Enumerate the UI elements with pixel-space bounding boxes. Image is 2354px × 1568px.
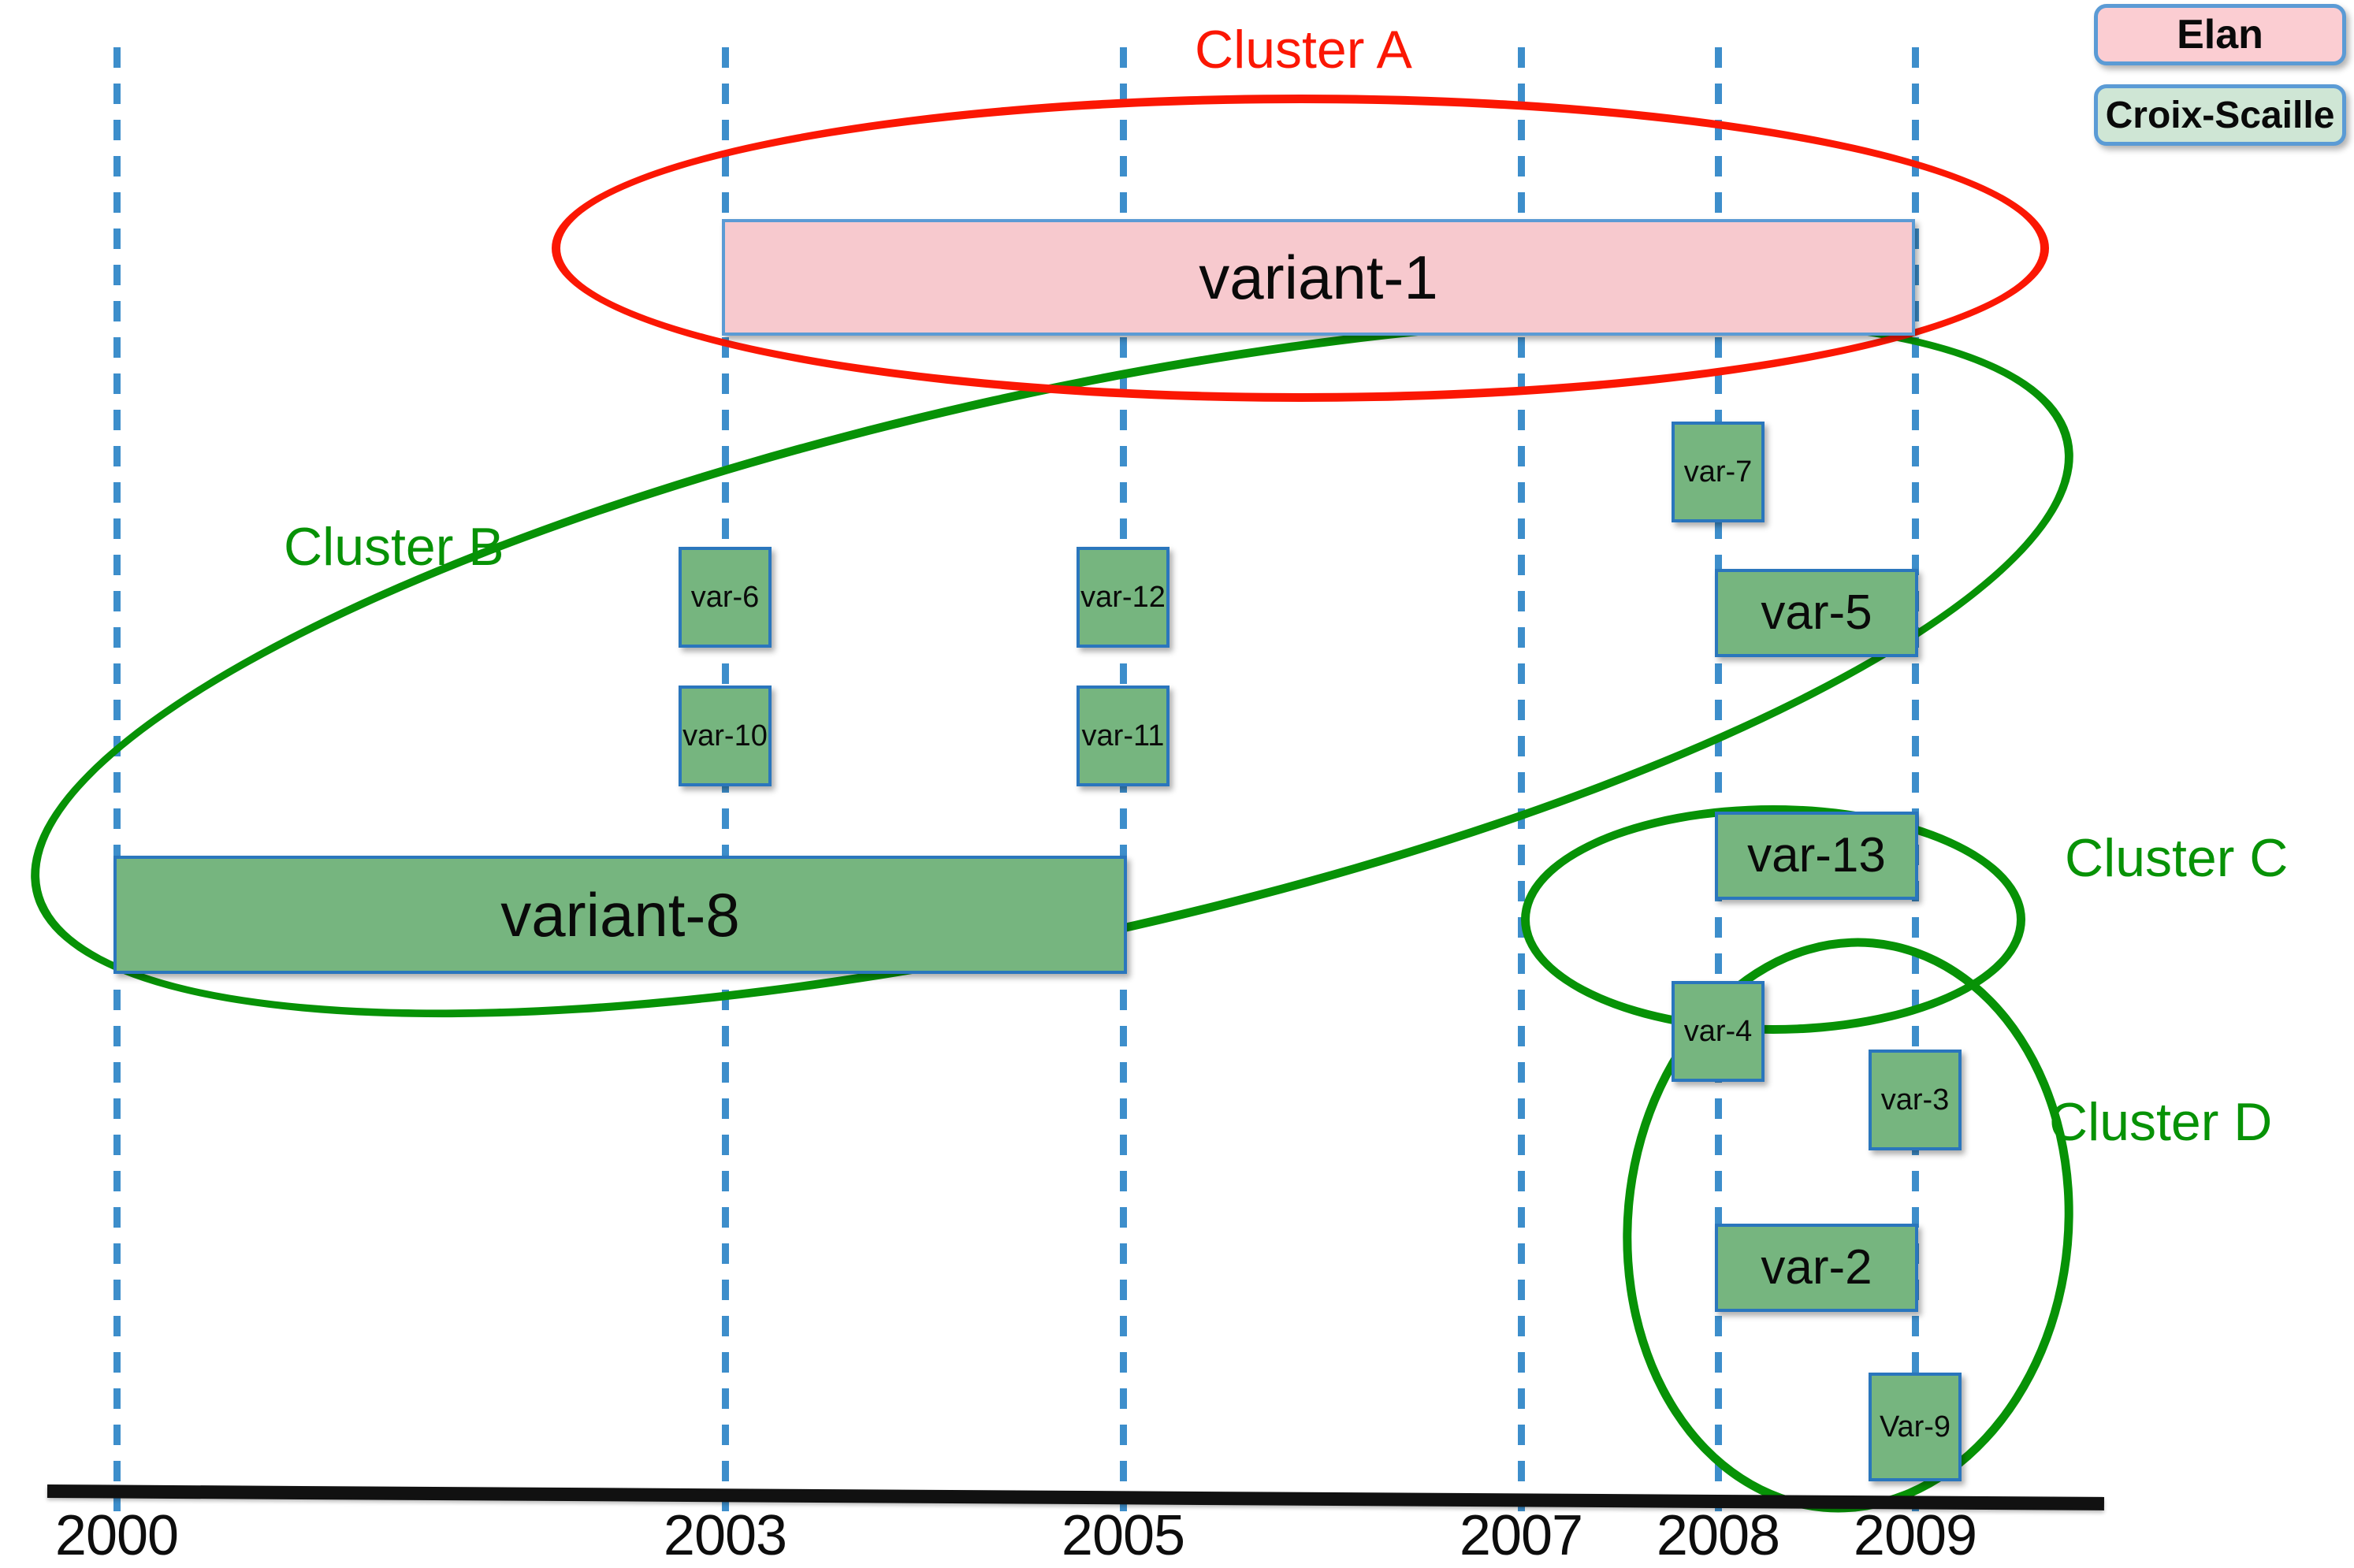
variant-box-var-12[interactable]: var-12: [1077, 547, 1170, 648]
cluster-b-label: Cluster B: [284, 517, 504, 577]
variant-box-var-3[interactable]: var-3: [1869, 1050, 1962, 1150]
variant-box-var-10[interactable]: var-10: [679, 686, 772, 786]
legend: Elan Croix-Scaille: [2094, 4, 2346, 165]
legend-item-elan[interactable]: Elan: [2094, 4, 2346, 65]
cluster-c-label: Cluster C: [2065, 828, 2289, 888]
variant-label: var-3: [1880, 1083, 1950, 1117]
variant-box-var-6[interactable]: var-6: [679, 547, 772, 648]
gridline-2009: [1912, 47, 1919, 1511]
variant-label: var-5: [1761, 585, 1872, 640]
gridline-2008: [1715, 47, 1722, 1511]
variant-label: variant-8: [500, 880, 740, 949]
variant-label: var-6: [690, 581, 760, 614]
variant-box-var-9[interactable]: Var-9: [1869, 1373, 1962, 1481]
variant-box-var-11[interactable]: var-11: [1077, 686, 1170, 786]
variant-label: var-12: [1080, 581, 1166, 614]
variant-bar-var-5[interactable]: var-5: [1715, 569, 1918, 657]
legend-label: Elan: [2177, 12, 2263, 58]
cluster-a-label: Cluster A: [1195, 20, 1412, 80]
axis-label-2009: 2009: [1853, 1504, 1977, 1567]
variant-label: var-7: [1683, 455, 1753, 489]
variant-bar-variant-8[interactable]: variant-8: [113, 856, 1127, 974]
variant-box-var-7[interactable]: var-7: [1672, 422, 1765, 522]
legend-item-croix-scaille[interactable]: Croix-Scaille: [2094, 84, 2346, 146]
variant-label: Var-9: [1879, 1410, 1951, 1444]
cluster-a-ellipse: [552, 95, 2049, 402]
variant-label: var-10: [682, 719, 768, 752]
variant-bar-var-13[interactable]: var-13: [1715, 812, 1918, 900]
cluster-c-ellipse: [1521, 805, 2025, 1034]
cluster-d-label: Cluster D: [2049, 1092, 2273, 1152]
gridline-2007: [1518, 47, 1525, 1511]
legend-label: Croix-Scaille: [2105, 94, 2335, 136]
variant-bar-variant-1[interactable]: variant-1: [722, 219, 1915, 336]
axis-label-2005: 2005: [1061, 1504, 1185, 1567]
variant-label: var-4: [1683, 1015, 1753, 1048]
axis-label-2007: 2007: [1459, 1504, 1583, 1567]
axis-label-2000: 2000: [54, 1504, 179, 1567]
axis-label-2003: 2003: [663, 1504, 787, 1567]
variant-label: var-13: [1747, 828, 1886, 882]
variant-bar-var-2[interactable]: var-2: [1715, 1224, 1918, 1312]
variant-label: variant-1: [1199, 243, 1438, 312]
gridline-2000: [113, 47, 121, 1511]
variant-label: var-2: [1761, 1240, 1872, 1295]
axis-label-2008: 2008: [1656, 1504, 1780, 1567]
variant-label: var-11: [1081, 719, 1165, 752]
variant-box-var-4[interactable]: var-4: [1672, 981, 1765, 1082]
